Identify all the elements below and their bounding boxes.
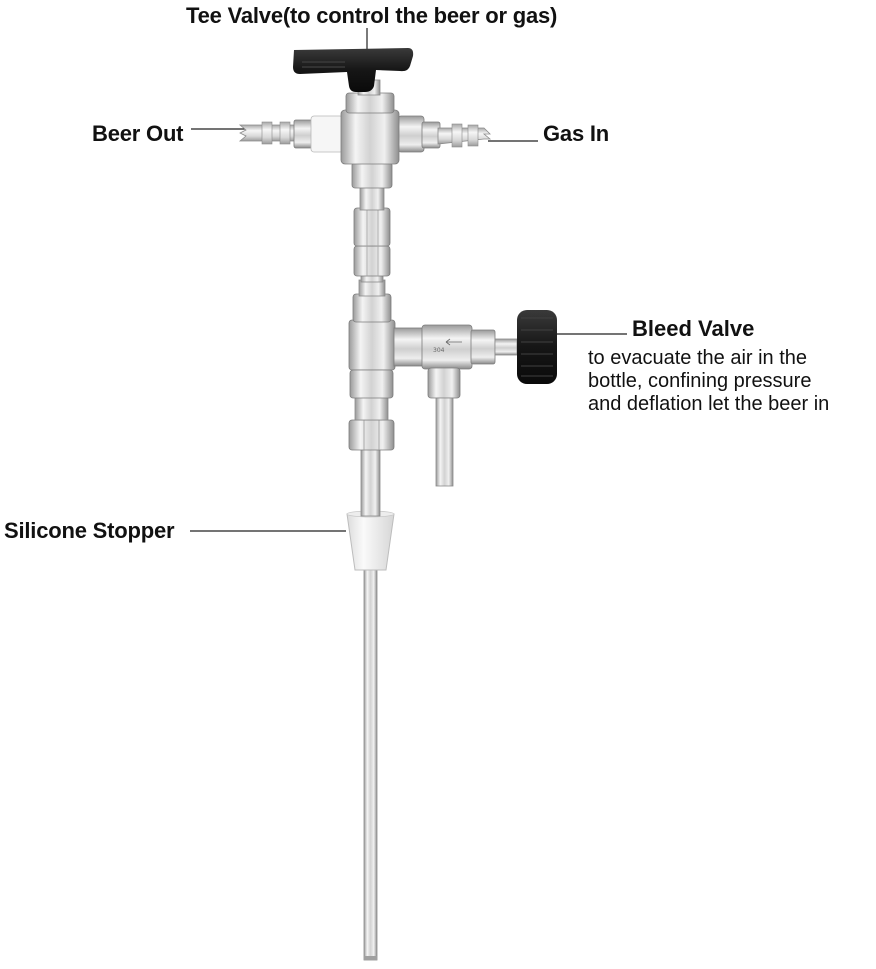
bleed-valve-knob bbox=[517, 310, 557, 384]
svg-text:304: 304 bbox=[433, 347, 445, 354]
middle-connector bbox=[351, 161, 393, 283]
bleed-valve-arm: 304 bbox=[393, 324, 518, 487]
bleed-valve-label: Bleed Valve bbox=[632, 316, 755, 341]
bleed-description-line: to evacuate the air in the bbox=[588, 347, 808, 369]
bleed-description-line: and deflation let the beer in bbox=[588, 393, 830, 415]
leader-lines bbox=[190, 28, 627, 532]
tee-valve-arms bbox=[238, 115, 492, 153]
upper-tube bbox=[360, 447, 381, 517]
bleed-valve-description: to evacuate the air in the bottle, confi… bbox=[588, 347, 829, 416]
silicone-stopper bbox=[346, 510, 395, 571]
tee-valve-body bbox=[340, 79, 400, 165]
silicone-stopper-label: Silicone Stopper bbox=[4, 518, 175, 543]
bleed-tee-body bbox=[348, 279, 396, 421]
gas-in-label: Gas In bbox=[543, 121, 610, 146]
tee-valve-label: Tee Valve(to control the beer or gas) bbox=[186, 3, 558, 28]
tee-valve-handle bbox=[293, 48, 414, 92]
beer-out-label: Beer Out bbox=[92, 121, 184, 146]
lower-nut bbox=[348, 419, 395, 451]
bleed-description-line: bottle, confining pressure bbox=[588, 370, 812, 392]
dip-tube bbox=[363, 565, 378, 961]
